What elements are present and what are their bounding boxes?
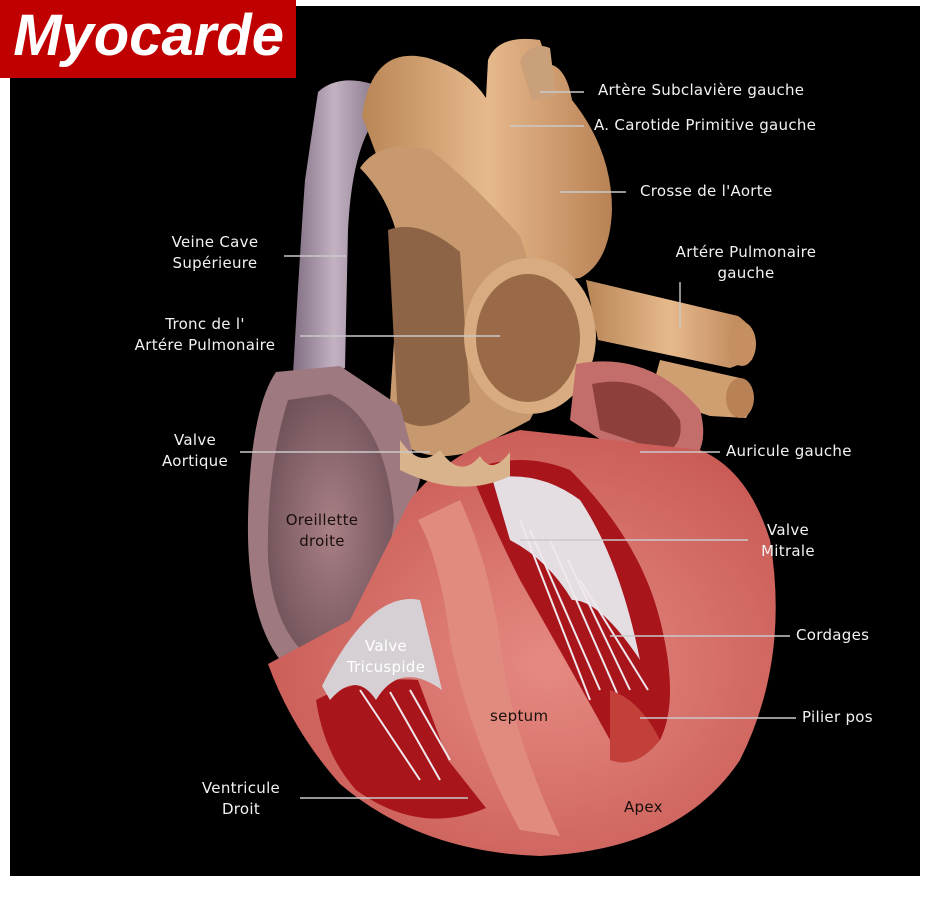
label-pulmonary-trunk: Tronc de l' Artére Pulmonaire — [110, 314, 300, 356]
label-septum: septum — [490, 706, 548, 727]
label-chordae: Cordages — [796, 625, 869, 646]
label-line: Valve — [150, 430, 240, 451]
label-apex: Apex — [624, 797, 663, 818]
pulmonary-artery-end-1 — [728, 322, 756, 366]
label-line: Supérieure — [150, 253, 280, 274]
label-line: droite — [270, 531, 374, 552]
label-line: Oreillette — [270, 510, 374, 531]
label-mitral-valve: Valve Mitrale — [748, 520, 828, 562]
label-line: Droit — [186, 799, 296, 820]
label-superior-vena-cava: Veine Cave Supérieure — [150, 232, 280, 274]
label-line: Tronc de l' — [110, 314, 300, 335]
label-papillary-muscle: Pilier pos — [802, 707, 873, 728]
label-left-pulmonary-artery: Artére Pulmonaire gauche — [646, 242, 846, 284]
label-carotid-artery: A. Carotide Primitive gauche — [594, 115, 816, 136]
label-line: Valve — [748, 520, 828, 541]
label-tricuspid-valve: Valve Tricuspide — [334, 636, 438, 678]
label-line: Aortique — [150, 451, 240, 472]
label-right-ventricle: Ventricule Droit — [186, 778, 296, 820]
label-line: Veine Cave — [150, 232, 280, 253]
label-line: Artére Pulmonaire — [646, 242, 846, 263]
superior-vena-cava — [292, 80, 376, 392]
label-aortic-arch: Crosse de l'Aorte — [640, 181, 772, 202]
label-right-atrium: Oreillette droite — [270, 510, 374, 552]
label-line: Artére Pulmonaire — [110, 335, 300, 356]
title-banner: Myocarde — [0, 0, 296, 78]
label-line: Mitrale — [748, 541, 828, 562]
label-line: Ventricule — [186, 778, 296, 799]
aorta-lumen — [476, 274, 580, 402]
label-aortic-valve: Valve Aortique — [150, 430, 240, 472]
pulmonary-trunk-lumen — [388, 227, 470, 426]
left-pulmonary-artery — [586, 280, 754, 368]
title-text: Myocarde — [13, 2, 284, 70]
label-line: Valve — [334, 636, 438, 657]
pulmonary-artery-end-2 — [726, 378, 754, 418]
label-line: gauche — [646, 263, 846, 284]
label-line: Tricuspide — [334, 657, 438, 678]
label-subclavian-artery: Artère Subclavière gauche — [598, 80, 804, 101]
label-left-auricle: Auricule gauche — [726, 441, 852, 462]
